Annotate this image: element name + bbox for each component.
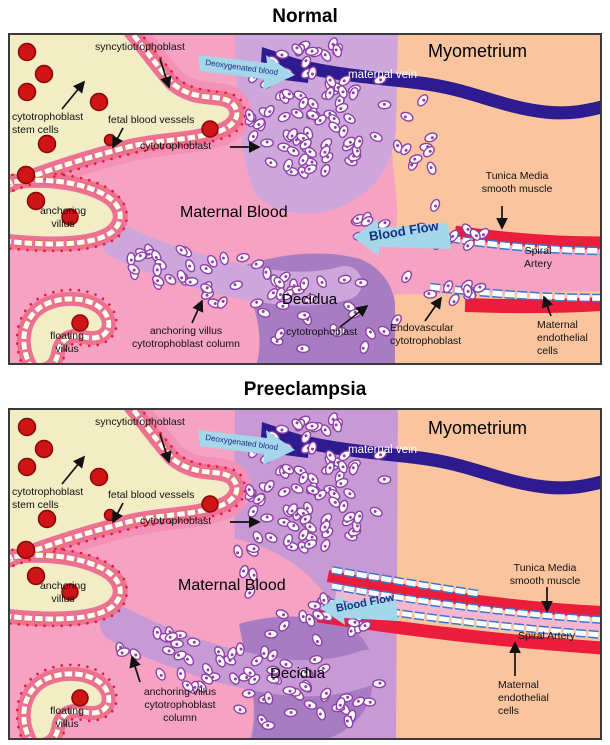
label-anchoring-villus: anchoring villus <box>39 205 87 230</box>
label-tunica-media: Tunica Media smooth muscle <box>481 170 553 195</box>
label-maternal-vein: maternal vein <box>348 444 418 456</box>
preeclampsia-panel: syncytiotrophoblast Deoxygenated blood c… <box>8 408 602 740</box>
preeclampsia-illustration <box>10 410 600 738</box>
label-fetal-blood-vessels: fetal blood vessels <box>108 114 195 126</box>
label-spiral-artery: Spiral Artery <box>518 630 576 642</box>
label-maternal-endothelial-cells: Maternal endothelial cells <box>537 319 588 357</box>
artery-upper-wall <box>326 570 600 618</box>
label-cytotrophoblast: cytotrophoblast <box>140 140 212 152</box>
label-anchoring-villus: anchoring villus <box>39 580 87 605</box>
label-fetal-blood-vessels: fetal blood vessels <box>108 489 195 501</box>
normal-illustration <box>10 35 600 365</box>
label-maternal-vein: maternal vein <box>348 69 418 81</box>
label-maternal-blood: Maternal Blood <box>178 577 286 594</box>
label-cytotrophoblast-stem-cells: cytotrophoblast stem cells <box>12 486 84 511</box>
label-myometrium: Myometrium <box>428 418 528 438</box>
endothelium-upper <box>331 583 600 623</box>
artery-lower-wall <box>464 297 600 314</box>
label-decidua-cytotrophoblast: cytotrophoblast <box>286 326 358 338</box>
label-cytotrophoblast: cytotrophoblast <box>140 515 212 527</box>
label-endovascular-cytotrophoblast: Endovascular cytotrophoblast <box>390 322 462 347</box>
villus-tree <box>10 35 245 365</box>
endothelium-top <box>331 567 481 597</box>
label-floating-villus: floating villus <box>50 705 84 730</box>
label-syncytiotrophoblast: syncytiotrophoblast <box>95 416 185 428</box>
label-maternal-blood: Maternal Blood <box>180 204 288 221</box>
label-anchoring-villus-column: anchoring villus cytotrophoblast column <box>132 325 240 350</box>
cytotrophoblast-column-band <box>100 606 384 697</box>
label-myometrium: Myometrium <box>428 41 528 61</box>
blood-flow-arrow <box>353 219 451 256</box>
panel-title-normal: Normal <box>272 6 338 27</box>
label-tunica-media: Tunica Media smooth muscle <box>509 562 581 587</box>
annotation-arrows <box>61 58 554 328</box>
maternal-blood-pocket <box>232 538 331 633</box>
panel-title-preeclampsia: Preeclampsia <box>243 379 367 400</box>
label-decidua: Decidua <box>270 665 326 682</box>
label-syncytiotrophoblast: syncytiotrophoblast <box>95 41 185 53</box>
label-floating-villus: floating villus <box>50 330 84 355</box>
blood-flow-arrow <box>320 594 398 625</box>
label-spiral-artery: Spiral Artery <box>523 245 552 270</box>
normal-panel: syncytiotrophoblast Deoxygenated blood c… <box>8 33 602 365</box>
artery-lumen <box>335 589 600 632</box>
label-anchoring-villus-column: anchoring villus cytotrophoblast column <box>143 686 217 724</box>
label-maternal-endothelial-cells: Maternal endothelial cells <box>498 679 549 717</box>
annotation-arrows <box>61 433 553 683</box>
label-decidua: Decidua <box>282 291 338 308</box>
label-cytotrophoblast-stem-cells: cytotrophoblast stem cells <box>12 111 84 136</box>
